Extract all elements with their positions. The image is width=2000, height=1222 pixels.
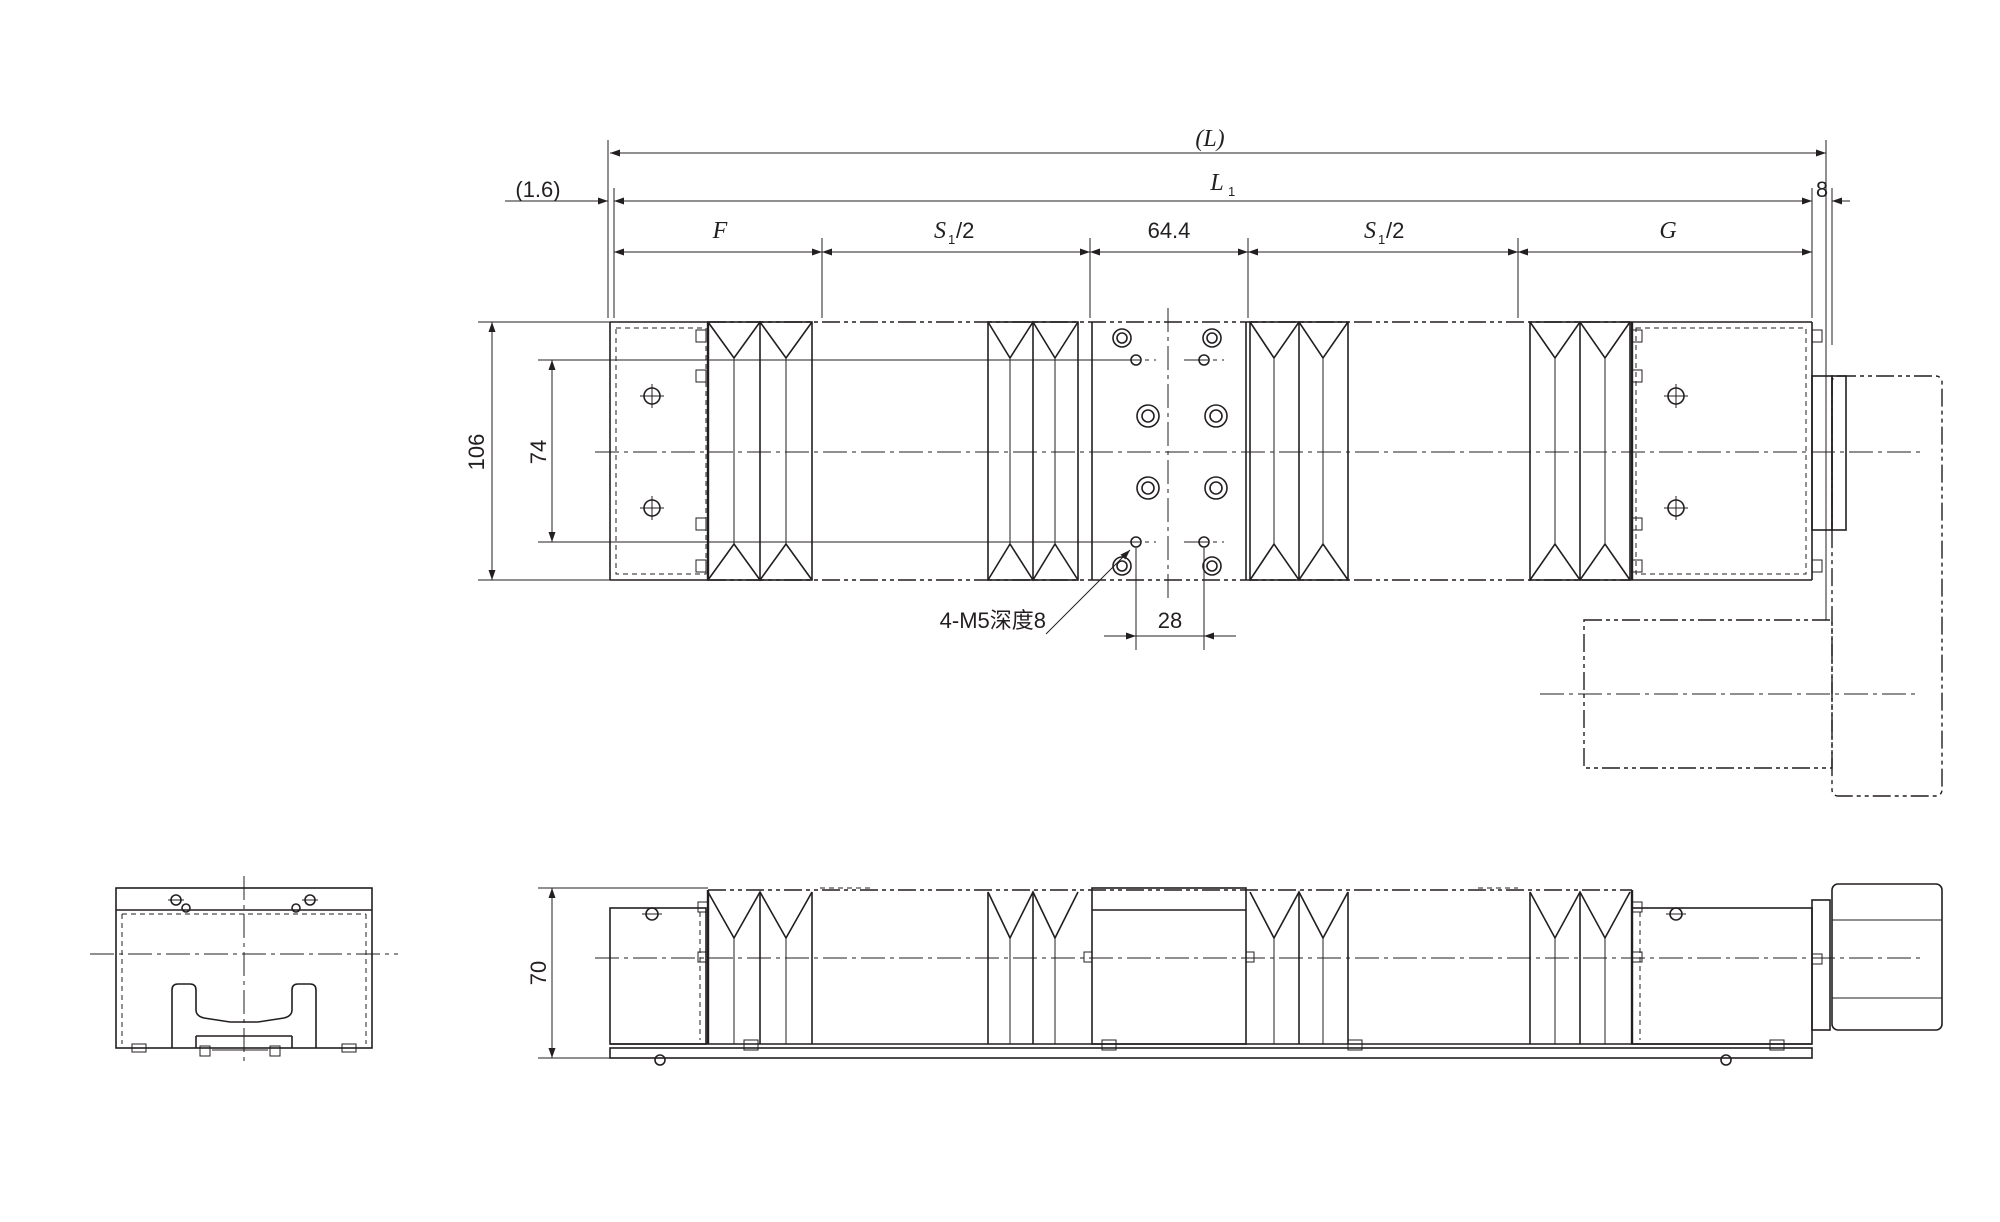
tapped-hole-callout-label: 4-M5深度8 (940, 608, 1046, 633)
side-view: 70 (526, 883, 1943, 1066)
dim-overall-length-label: (L) (1195, 126, 1224, 152)
dim-segments: F S 1 /2 64.4 S 1 /2 G (614, 218, 1812, 256)
end-holes (640, 329, 1823, 573)
bellows-top (707, 320, 1631, 582)
dim-s1-right-suffix: /2 (1386, 218, 1404, 243)
dim-s1-left-suffix: /2 (956, 218, 974, 243)
dim-s1-right-base: S (1364, 218, 1376, 244)
dim-s1-left-sub: 1 (948, 232, 955, 247)
dim-height-outer: 106 (464, 322, 496, 580)
dim-hole-pitch: 28 (1104, 608, 1236, 640)
dim-hole-pitch-label: 28 (1158, 608, 1182, 633)
motor (1540, 322, 1943, 797)
top-body (595, 308, 1920, 600)
dim-l1-label: L (1209, 170, 1223, 196)
dim-motor-gap-label: 8 (1816, 177, 1828, 202)
side-screws (642, 901, 1785, 1066)
dim-offset-left-label: (1.6) (515, 177, 560, 202)
dim-overall-length: (L) (610, 126, 1826, 157)
dim-s1-left-base: S (934, 218, 946, 244)
dim-height-inner-label: 74 (526, 440, 551, 464)
tapped-hole-callout: 4-M5深度8 (940, 549, 1131, 635)
side-motor (1811, 883, 1943, 1031)
dim-g-label: G (1659, 218, 1676, 244)
dim-height-outer-label: 106 (464, 434, 489, 471)
bellows-side (707, 890, 1631, 1044)
dim-height-inner: 74 (526, 360, 556, 542)
dim-l1: L 1 (614, 170, 1812, 205)
top-view: (L) L 1 (1.6) 8 F S 1 /2 64.4 (464, 126, 1943, 797)
dim-l1-subscript: 1 (1228, 184, 1235, 199)
end-view (90, 876, 398, 1064)
dim-side-height-label: 70 (526, 961, 551, 985)
carriage-holes (1112, 328, 1228, 576)
dim-side-height: 70 (526, 888, 556, 1058)
dim-offset-left: (1.6) (505, 177, 608, 205)
dim-s1-right-sub: 1 (1378, 232, 1385, 247)
dim-f-label: F (712, 218, 728, 244)
dim-center-width-label: 64.4 (1148, 218, 1191, 243)
dim-motor-gap: 8 (1816, 177, 1850, 205)
